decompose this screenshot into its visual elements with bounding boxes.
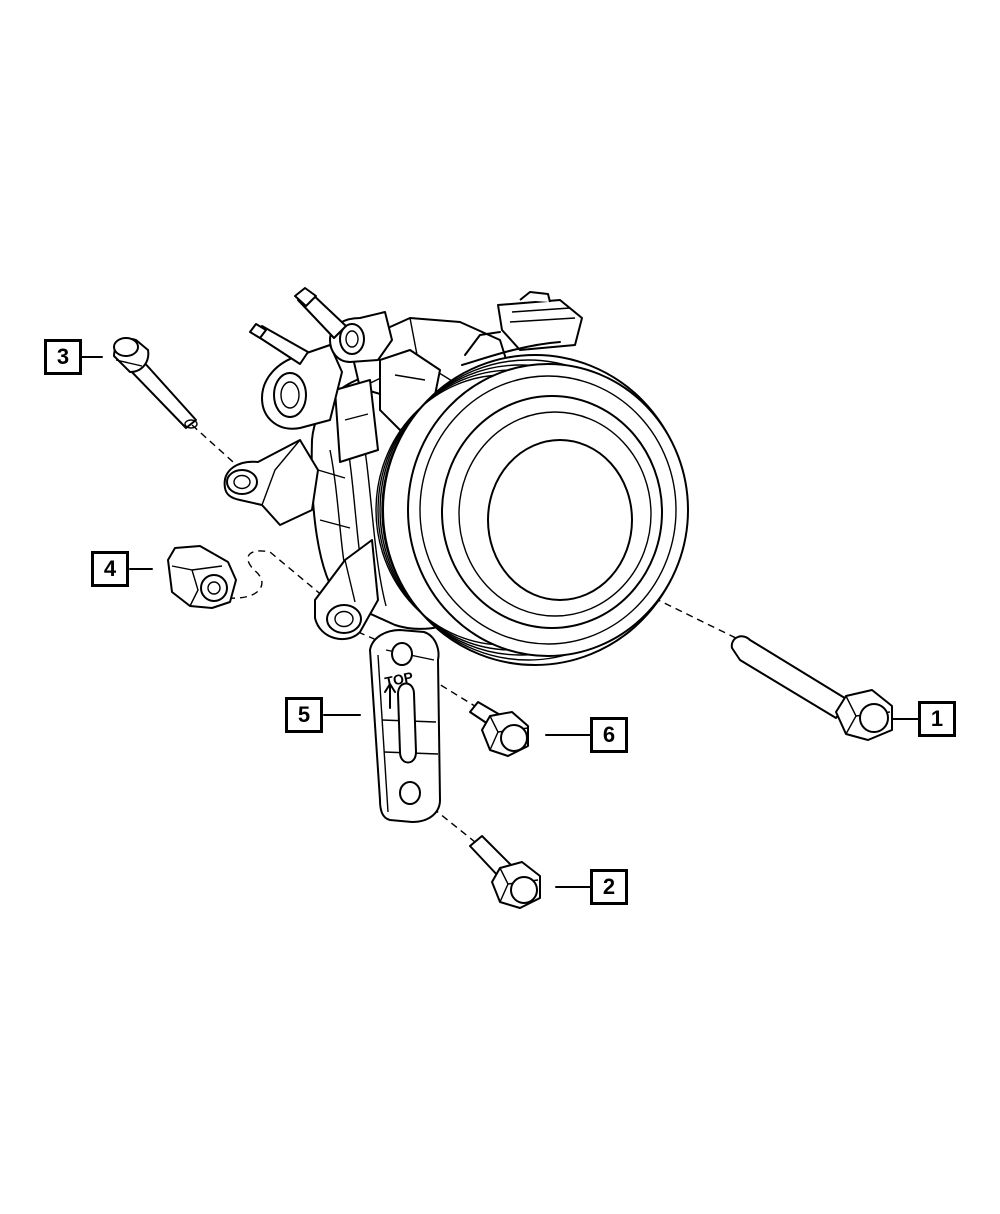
nut-part-4: [167, 545, 237, 609]
bolt-part-6: [469, 701, 529, 757]
callout-4-label: 4: [103, 556, 117, 581]
bolt-part-3: [113, 337, 198, 429]
bracket-stamp-top: TOP: [383, 669, 414, 691]
callout-4: 4: [91, 551, 129, 587]
bolt-part-1: [730, 635, 893, 741]
compressor-body: [223, 287, 689, 666]
callout-1-label: 1: [930, 706, 944, 731]
callout-3: 3: [44, 339, 82, 375]
callout-6-label: 6: [602, 722, 616, 747]
callout-2-label: 2: [602, 874, 616, 899]
callout-1: 1: [918, 701, 956, 737]
bolt-part-2: [469, 835, 541, 909]
callout-5: 5: [285, 697, 323, 733]
callout-2: 2: [590, 869, 628, 905]
callout-5-label: 5: [297, 702, 311, 727]
bracket-part-5: TOP: [369, 629, 441, 823]
callout-3-label: 3: [56, 344, 70, 369]
callout-6: 6: [590, 717, 628, 753]
